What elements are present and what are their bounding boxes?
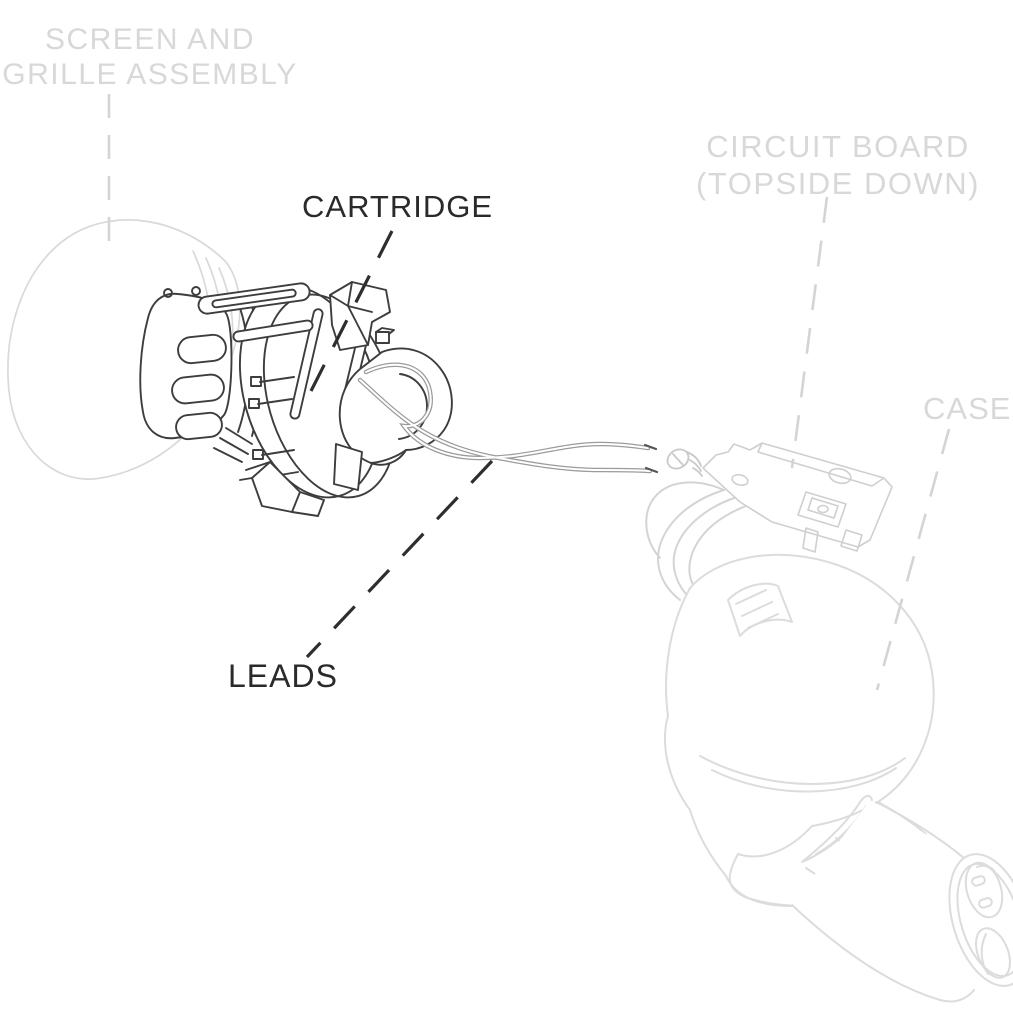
leads-leader bbox=[305, 459, 494, 659]
case-label: CASE bbox=[923, 391, 1012, 426]
circuit-board-wires-drawing bbox=[645, 481, 747, 601]
circuit-board-label-line2: (TOPSIDE DOWN) bbox=[696, 166, 980, 201]
circuit-board-drawing bbox=[702, 442, 893, 553]
screen-grille-label: SCREEN AND GRILLE ASSEMBLY bbox=[0, 22, 300, 92]
circuit-board-label: CIRCUIT BOARD (TOPSIDE DOWN) bbox=[688, 128, 988, 202]
cartridge-leader bbox=[309, 230, 394, 392]
screen-grille-label-line1: SCREEN AND bbox=[44, 23, 256, 56]
case-leader bbox=[875, 428, 951, 691]
circuit-board-leader bbox=[790, 196, 829, 469]
case-drawing bbox=[663, 553, 1013, 1003]
circuit-board-label-line1: CIRCUIT BOARD bbox=[706, 129, 970, 164]
cartridge-drawing bbox=[139, 281, 453, 517]
leads-label: LEADS bbox=[228, 658, 338, 694]
screen-grille-label-line2: GRILLE ASSEMBLY bbox=[2, 58, 298, 91]
leader-lines bbox=[107, 94, 951, 691]
cartridge-label: CARTRIDGE bbox=[302, 189, 494, 224]
mounting-screw-drawing bbox=[666, 448, 703, 477]
leads-wires-drawing bbox=[357, 362, 659, 474]
